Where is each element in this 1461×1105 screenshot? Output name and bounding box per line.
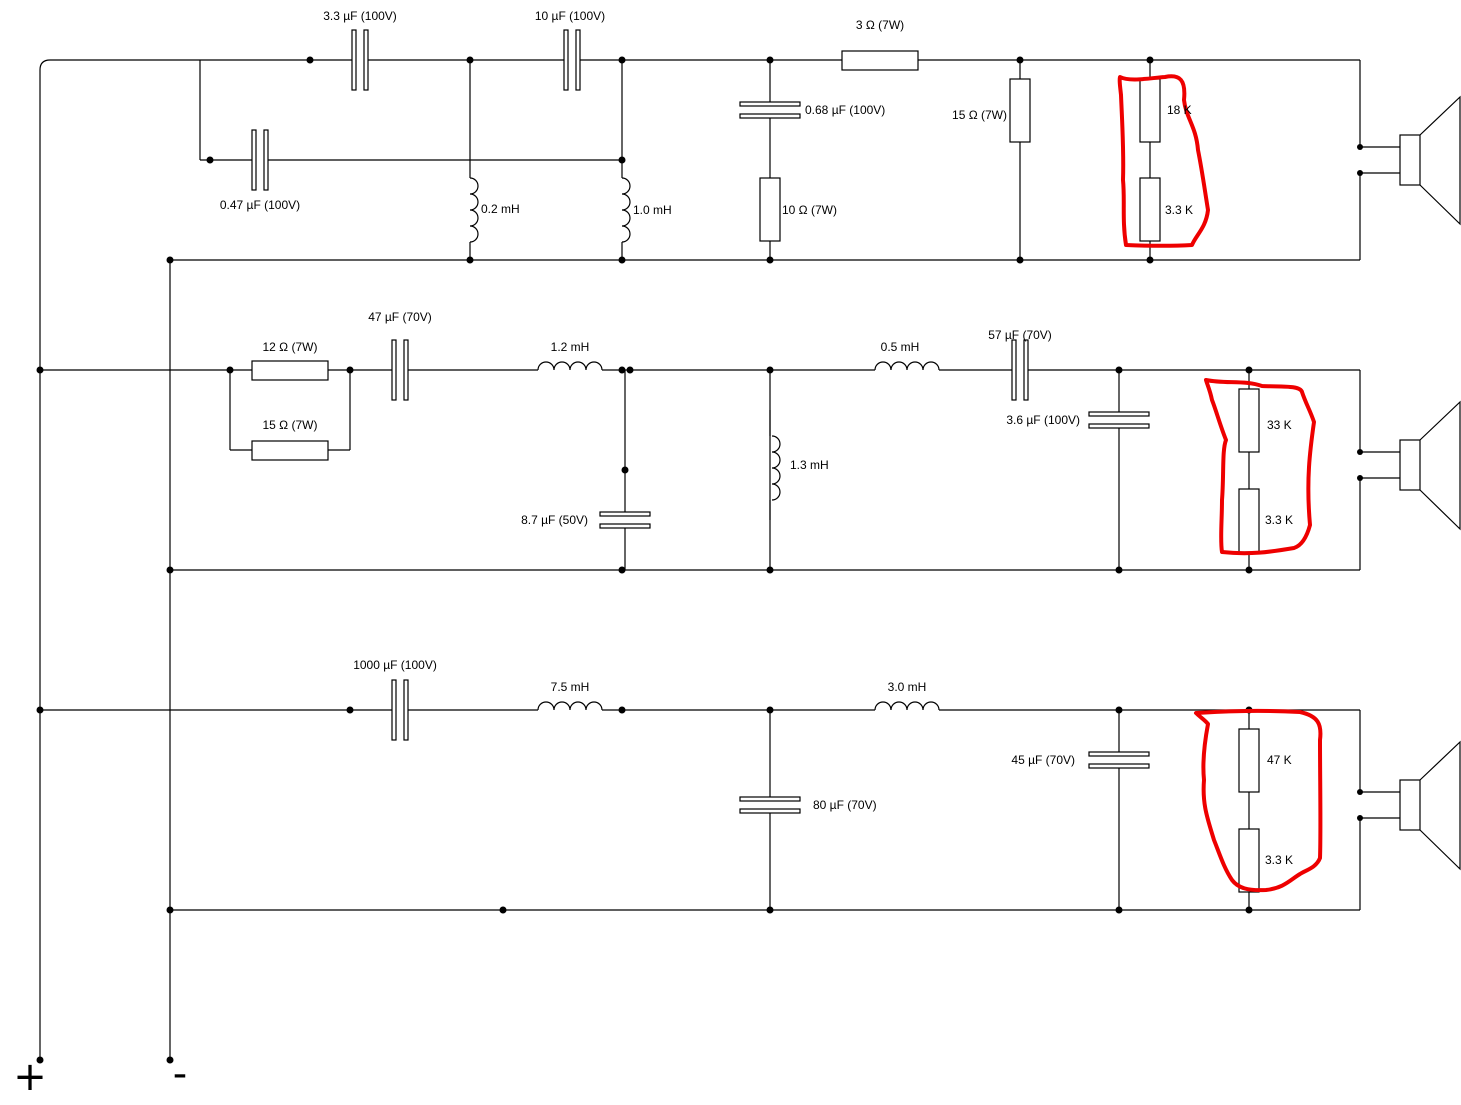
capacitor-plate xyxy=(1088,751,1150,757)
resistor-divider-bottom xyxy=(1139,177,1161,242)
label-tweeter-l1: 0.2 mH xyxy=(481,202,520,216)
label-woofer-c-shunt2: 45 µF (70V) xyxy=(1011,753,1075,767)
capacitor-plate xyxy=(363,29,369,91)
label-mid-r1: 12 Ω (7W) xyxy=(263,340,318,354)
capacitor-plate xyxy=(563,29,569,91)
capacitor-plate xyxy=(391,679,397,741)
label-tweeter-c2: 10 µF (100V) xyxy=(535,9,605,23)
annotation-circle-tweeter-divider xyxy=(1117,74,1210,248)
capacitor-plate xyxy=(1011,339,1017,401)
resistor-12-ohm xyxy=(251,360,329,381)
woofer-speaker-icon xyxy=(1399,740,1461,871)
tweeter-speaker-icon xyxy=(1399,95,1461,226)
label-tweeter-r-load: 15 Ω (7W) xyxy=(952,108,1007,122)
capacitor-plate xyxy=(351,29,357,91)
label-mid-l2: 0.5 mH xyxy=(881,340,920,354)
label-woofer-l2: 3.0 mH xyxy=(888,680,927,694)
label-tweeter-div-bottom: 3.3 K xyxy=(1165,203,1193,217)
inductor-1.2mH xyxy=(537,361,603,371)
terminal-plus: + xyxy=(13,1054,47,1100)
capacitor-plate xyxy=(599,511,651,517)
capacitor-plate xyxy=(1088,763,1150,769)
inductor-0.5mH xyxy=(874,361,940,371)
annotation-circle-woofer-divider xyxy=(1194,708,1323,893)
label-mid-c1: 47 µF (70V) xyxy=(368,310,432,324)
resistor-divider-top xyxy=(1139,78,1161,143)
label-tweeter-r-shunt: 10 Ω (7W) xyxy=(782,203,837,217)
capacitor-plate xyxy=(739,808,801,814)
label-tweeter-c3: 0.47 µF (100V) xyxy=(220,198,300,212)
label-tweeter-c1: 3.3 µF (100V) xyxy=(323,9,397,23)
capacitor-plate xyxy=(575,29,581,91)
capacitor-plate xyxy=(739,796,801,802)
label-woofer-div-bottom: 3.3 K xyxy=(1265,853,1293,867)
resistor-15-ohm xyxy=(251,440,329,461)
label-mid-l1: 1.2 mH xyxy=(551,340,590,354)
red-annotation-marks xyxy=(1117,74,1323,893)
capacitor-plate xyxy=(1088,423,1150,429)
label-woofer-div-top: 47 K xyxy=(1267,753,1292,767)
resistor-divider-top xyxy=(1238,728,1260,793)
label-mid-c-shunt2: 3.6 µF (100V) xyxy=(1006,413,1080,427)
terminal-minus: - xyxy=(173,1051,187,1097)
capacitor-plate xyxy=(251,129,257,191)
capacitor-plate xyxy=(391,339,397,401)
label-woofer-c1: 1000 µF (100V) xyxy=(353,658,437,672)
label-mid-l-shunt: 1.3 mH xyxy=(790,458,829,472)
label-mid-r2: 15 Ω (7W) xyxy=(263,418,318,432)
label-mid-div-bottom: 3.3 K xyxy=(1265,513,1293,527)
inductor-7.5mH xyxy=(537,701,603,711)
capacitor-plate xyxy=(403,339,409,401)
inductor-0.2mH xyxy=(469,177,479,243)
midrange-speaker-icon xyxy=(1399,400,1461,531)
capacitor-plate xyxy=(739,113,801,119)
junction-dots xyxy=(36,56,1363,1064)
label-mid-c2: 57 µF (70V) xyxy=(988,328,1052,342)
label-tweeter-l2: 1.0 mH xyxy=(633,203,672,217)
label-woofer-l1: 7.5 mH xyxy=(551,680,590,694)
capacitor-plate xyxy=(263,129,269,191)
inductor-3.0mH xyxy=(874,701,940,711)
resistor-10-ohm xyxy=(759,177,781,242)
resistor-3-ohm xyxy=(841,50,919,71)
label-tweeter-div-top: 18 K xyxy=(1167,103,1192,117)
label-woofer-c-shunt1: 80 µF (70V) xyxy=(813,798,877,812)
capacitor-plate xyxy=(1088,411,1150,417)
capacitor-plate xyxy=(599,523,651,529)
resistor-divider-bottom xyxy=(1238,828,1260,893)
inductor-1.3mH xyxy=(771,435,781,501)
label-tweeter-r-series: 3 Ω (7W) xyxy=(856,18,904,32)
rails xyxy=(39,59,350,1060)
label-tweeter-c-shunt: 0.68 µF (100V) xyxy=(805,103,885,117)
label-mid-c-shunt1: 8.7 µF (50V) xyxy=(521,513,588,527)
resistor-divider-bottom xyxy=(1238,488,1260,553)
mid-section xyxy=(170,339,1461,571)
capacitor-plate xyxy=(1023,339,1029,401)
tweeter-section xyxy=(170,29,1461,261)
label-mid-div-top: 33 K xyxy=(1267,418,1292,432)
resistor-divider-top xyxy=(1238,388,1260,453)
woofer-section xyxy=(170,679,1461,911)
capacitor-plate xyxy=(739,101,801,107)
resistor-15-ohm xyxy=(1009,78,1031,143)
inductor-1.0mH xyxy=(621,177,631,243)
capacitor-plate xyxy=(403,679,409,741)
component-labels: 3.3 µF (100V) 10 µF (100V) 0.47 µF (100V… xyxy=(13,9,1293,1100)
annotation-circle-mid-divider xyxy=(1204,378,1316,556)
